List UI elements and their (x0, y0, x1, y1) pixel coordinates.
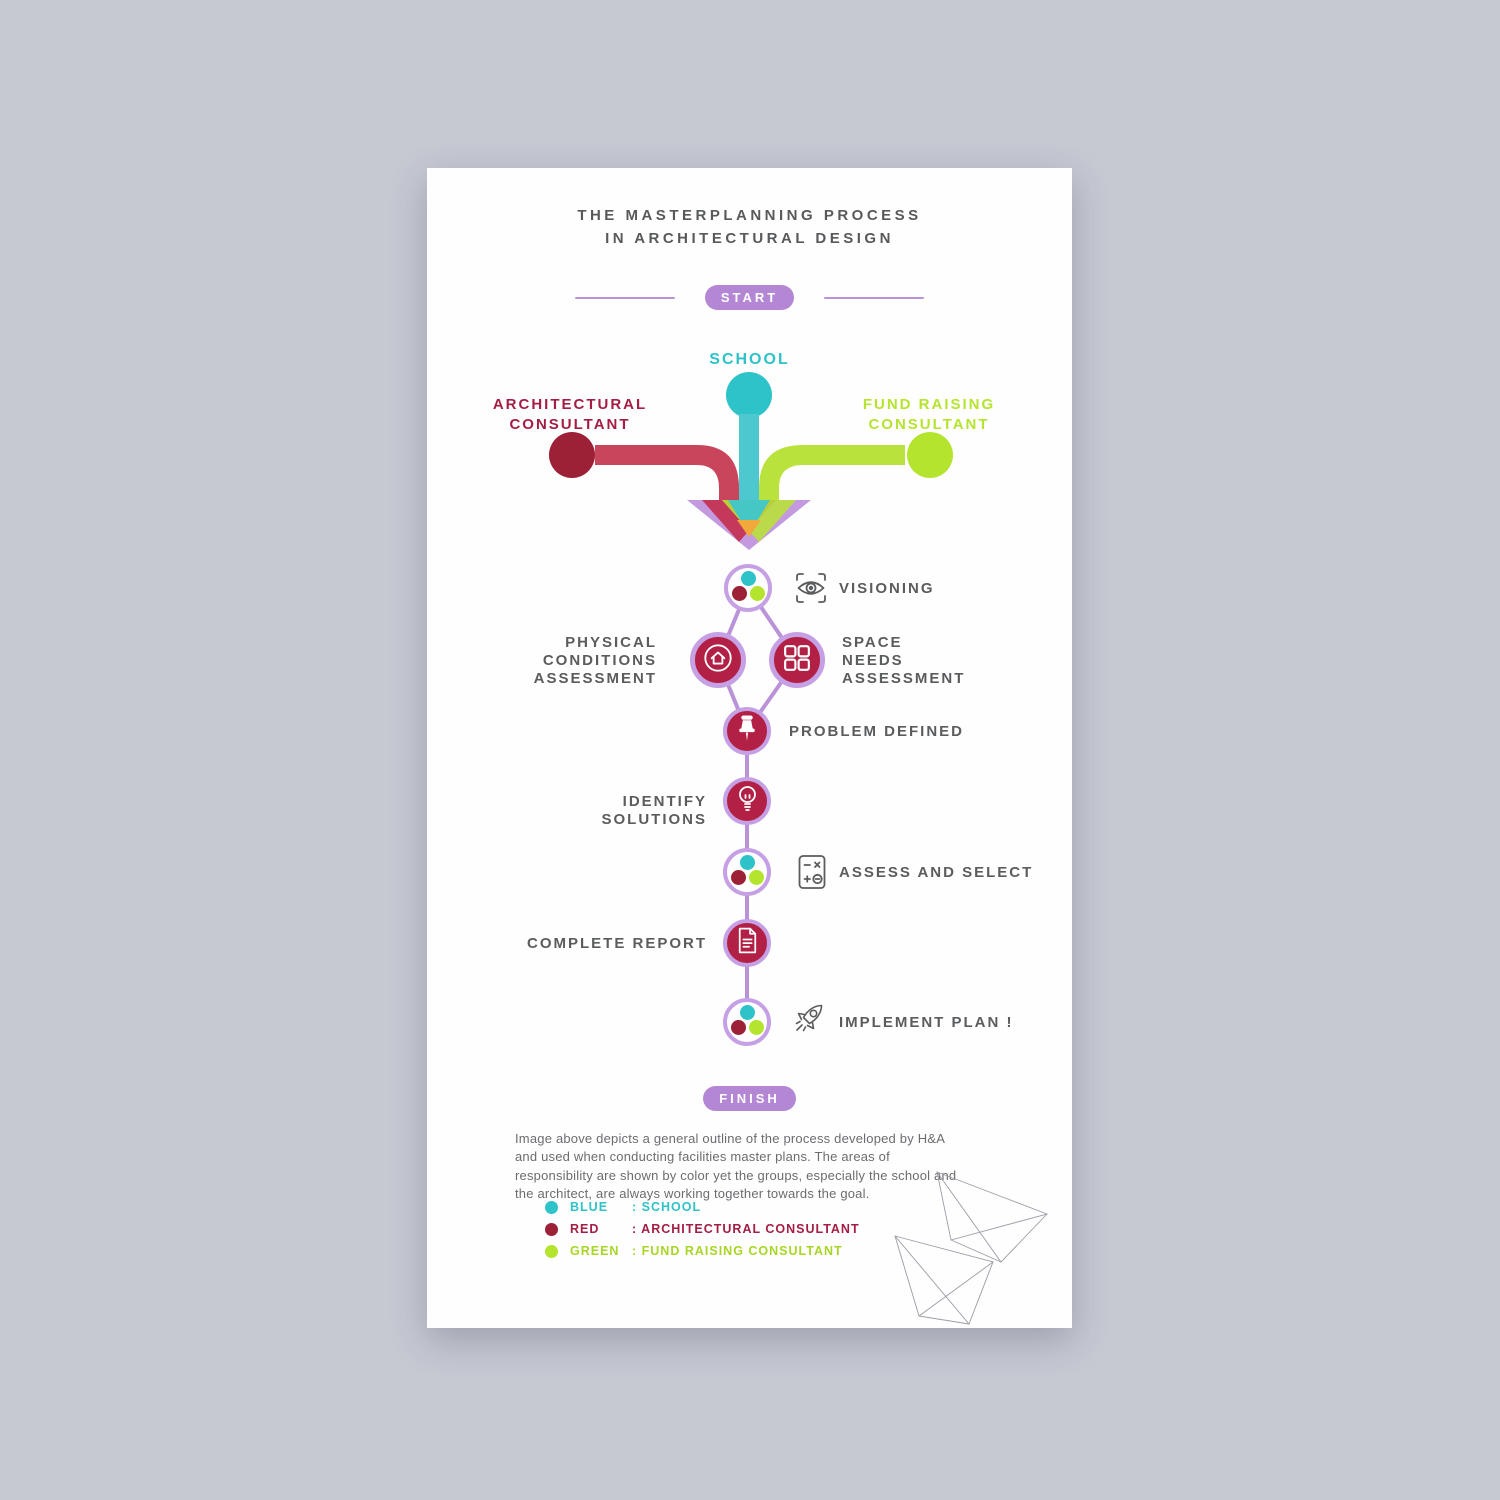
bulb-icon (735, 784, 760, 819)
fund-raising-consultant-dot (907, 432, 953, 478)
poster: THE MASTERPLANNING PROCESS IN ARCHITECTU… (427, 168, 1072, 1328)
house-icon (703, 643, 733, 678)
grid-icon (783, 644, 811, 677)
node-space-needs (769, 632, 825, 688)
legend-row-school: BLUE : SCHOOL (545, 1200, 860, 1214)
step-label-assess-select: ASSESS AND SELECT (839, 864, 1034, 881)
node-assess-select (723, 848, 771, 896)
arrowhead-orange (737, 520, 761, 537)
mini-dot-architect (730, 1020, 746, 1035)
start-row: START (427, 285, 1072, 310)
step-label-implement-plan: IMPLEMENT PLAN ! (839, 1014, 1014, 1031)
mini-dot-architect (730, 870, 746, 885)
mini-dot-school (739, 854, 755, 870)
architectural-consultant-label: ARCHITECTURAL CONSULTANT (492, 396, 648, 433)
start-rule-left (574, 296, 675, 299)
mini-dot-school (740, 570, 756, 586)
mini-dot-school (739, 1004, 755, 1020)
mini-dot-fund (748, 1020, 764, 1035)
merge-arrows-graphic (595, 414, 905, 550)
document-icon (735, 926, 760, 960)
step-label-problem-defined: PROBLEM DEFINED (789, 723, 965, 740)
legend-row-architect: RED : ARCHITECTURAL CONSULTANT (545, 1222, 860, 1236)
node-identify-solutions (723, 777, 771, 825)
legend: BLUE : SCHOOL RED : ARCHITECTURAL CONSUL… (545, 1200, 860, 1258)
legend-row-fund: GREEN : FUND RAISING CONSULTANT (545, 1244, 860, 1258)
wireframe-tetrahedra-decoration (894, 1171, 1049, 1325)
step-label-visioning: VISIONING (839, 580, 935, 597)
legend-desc: : SCHOOL (632, 1200, 702, 1214)
step-label-identify-solutions: IDENTIFY SOLUTIONS (601, 793, 707, 828)
node-visioning (724, 564, 772, 612)
start-badge: START (704, 285, 795, 310)
mini-dot-fund (748, 870, 764, 885)
eye-icon (793, 570, 829, 611)
legend-desc: : ARCHITECTURAL CONSULTANT (632, 1222, 860, 1236)
start-rule-right (824, 296, 925, 299)
legend-dot-school (545, 1200, 558, 1214)
legend-dot-fund (545, 1244, 558, 1258)
node-problem-defined (723, 707, 771, 755)
node-complete-report (723, 919, 771, 967)
architectural-consultant-dot (549, 432, 595, 478)
school-arrow (739, 414, 759, 504)
fund-arrow (759, 445, 905, 504)
node-physical-conditions (690, 632, 746, 688)
calculator-icon (796, 854, 828, 895)
mini-dot-architect (731, 586, 747, 601)
footer-paragraph: Image above depicts a general outline of… (515, 1131, 957, 1202)
node-implement-plan (723, 998, 771, 1046)
legend-dot-architect (545, 1222, 558, 1236)
architect-arrow (595, 445, 739, 504)
rocket-icon (788, 999, 828, 1044)
finish-badge: FINISH (703, 1086, 796, 1111)
step-label-complete-report: COMPLETE REPORT (526, 935, 707, 952)
legend-name: BLUE (570, 1200, 609, 1214)
step-label-space-needs: SPACE NEEDS ASSESSMENT (842, 634, 966, 687)
pin-icon (734, 714, 760, 748)
school-label: SCHOOL (709, 351, 790, 368)
finish-row: FINISH (427, 1086, 1072, 1111)
legend-desc: : FUND RAISING CONSULTANT (632, 1244, 843, 1258)
step-label-physical-conditions: PHYSICAL CONDITIONS ASSESSMENT (533, 634, 657, 687)
arrowhead-teal (728, 500, 770, 534)
poster-title: THE MASTERPLANNING PROCESS IN ARCHITECTU… (577, 207, 922, 248)
legend-name: RED (570, 1222, 600, 1236)
school-dot (726, 372, 772, 418)
mini-dot-fund (749, 586, 765, 601)
fund-raising-consultant-label: FUND RAISING CONSULTANT (862, 396, 996, 433)
legend-name: GREEN (570, 1244, 620, 1258)
